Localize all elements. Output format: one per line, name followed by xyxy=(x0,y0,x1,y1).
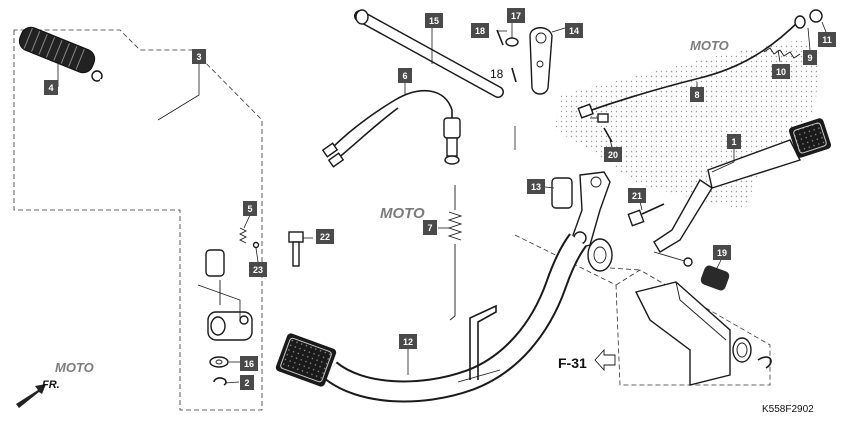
callout-13: 13 xyxy=(527,179,545,194)
callout-18: 18 xyxy=(471,23,489,38)
callout-17: 17 xyxy=(507,8,525,23)
brake-switch xyxy=(321,89,461,168)
callout-21-label: 21 xyxy=(632,191,642,201)
callout-17-label: 17 xyxy=(511,11,521,21)
callout-18-label: 18 xyxy=(475,26,485,36)
callout-5: 5 xyxy=(243,201,257,216)
callout-2-label: 2 xyxy=(244,378,249,388)
callout-12-label: 12 xyxy=(403,337,413,347)
callout-20: 20 xyxy=(604,147,622,162)
washer-16-hole xyxy=(215,359,223,365)
callout-3-label: 3 xyxy=(196,52,201,62)
lever-joint xyxy=(207,280,253,341)
watermark: MOTO MOTO MOTO xyxy=(55,38,729,375)
callout-12: 12 xyxy=(399,334,417,349)
callout-5-label: 5 xyxy=(247,204,252,214)
washer-17 xyxy=(505,37,519,47)
brake-arm-14 xyxy=(529,27,553,95)
shift-rod-inner xyxy=(99,78,220,256)
main-brake-pedal-12 xyxy=(275,233,613,403)
watermark-text-bottom-left: MOTO xyxy=(55,360,94,375)
callout-3: 3 xyxy=(192,49,206,64)
small-ball xyxy=(252,241,260,249)
brake-pedal-1 xyxy=(653,118,832,267)
dashed-outline-right xyxy=(615,269,771,386)
watermark-text-top-right: MOTO xyxy=(690,38,729,53)
cotter-pin-18 xyxy=(496,29,504,46)
callout-23-label: 23 xyxy=(253,265,263,275)
callout-15-label: 15 xyxy=(429,16,439,26)
callout-4-label: 4 xyxy=(48,83,53,93)
callout-1: 1 xyxy=(727,134,741,149)
callout-13-label: 13 xyxy=(531,182,541,192)
rod-clamp xyxy=(205,249,225,277)
callout-19-label: 19 xyxy=(717,248,727,258)
callout-10: 10 xyxy=(772,64,790,79)
bolt-20 xyxy=(603,127,613,143)
bolt-22 xyxy=(288,231,304,267)
callout-11-label: 11 xyxy=(822,35,832,45)
callout-6: 6 xyxy=(398,68,412,83)
clamp-13 xyxy=(551,177,573,209)
callout-1-label: 1 xyxy=(731,137,736,147)
reference-label: F-31 xyxy=(558,355,587,371)
washer-16 xyxy=(209,356,229,368)
callout-10-label: 10 xyxy=(776,67,786,77)
rubber-grip xyxy=(18,26,103,82)
clip-2 xyxy=(213,377,227,386)
callout-15: 15 xyxy=(425,13,443,28)
callout-16: 16 xyxy=(240,356,258,371)
callout-7: 7 xyxy=(423,220,437,235)
callout-22-label: 22 xyxy=(320,232,330,242)
direction-label: FR. xyxy=(42,379,60,391)
callout-4: 4 xyxy=(44,80,58,95)
shift-rod xyxy=(99,79,219,256)
linkage-arm xyxy=(571,171,611,249)
callout-23: 23 xyxy=(249,262,267,277)
callout-14-label: 14 xyxy=(569,26,579,36)
callout-16-label: 16 xyxy=(244,359,254,369)
dashed-lead-right2 xyxy=(609,267,641,271)
pin-18b xyxy=(511,67,517,83)
arrow-left-icon xyxy=(594,348,616,372)
plain-label-18: 18 xyxy=(490,67,504,81)
callout-14: 14 xyxy=(565,23,583,38)
callout-19: 19 xyxy=(713,245,731,260)
callout-9: 9 xyxy=(803,50,817,65)
callout-8: 8 xyxy=(690,87,704,102)
return-spring xyxy=(447,185,463,321)
callout-8-label: 8 xyxy=(694,90,699,100)
small-spring xyxy=(238,227,248,244)
callout-2: 2 xyxy=(240,375,254,390)
diagram-code: K558F2902 xyxy=(762,404,814,415)
watermark-text-center: MOTO xyxy=(380,205,425,222)
pedal-rubber-19 xyxy=(700,265,730,291)
callout-6-label: 6 xyxy=(402,71,407,81)
bolt-21 xyxy=(627,203,665,227)
front-direction-arrow xyxy=(16,384,46,408)
pivot-shaft xyxy=(354,9,504,98)
callout-21: 21 xyxy=(628,188,646,203)
callout-20-label: 20 xyxy=(608,150,618,160)
callout-9-label: 9 xyxy=(807,53,812,63)
brake-cable xyxy=(577,9,823,123)
callout-7-label: 7 xyxy=(427,223,432,233)
callout-11: 11 xyxy=(818,32,836,47)
callout-22: 22 xyxy=(316,229,334,244)
pivot-bracket-detail xyxy=(634,281,772,386)
